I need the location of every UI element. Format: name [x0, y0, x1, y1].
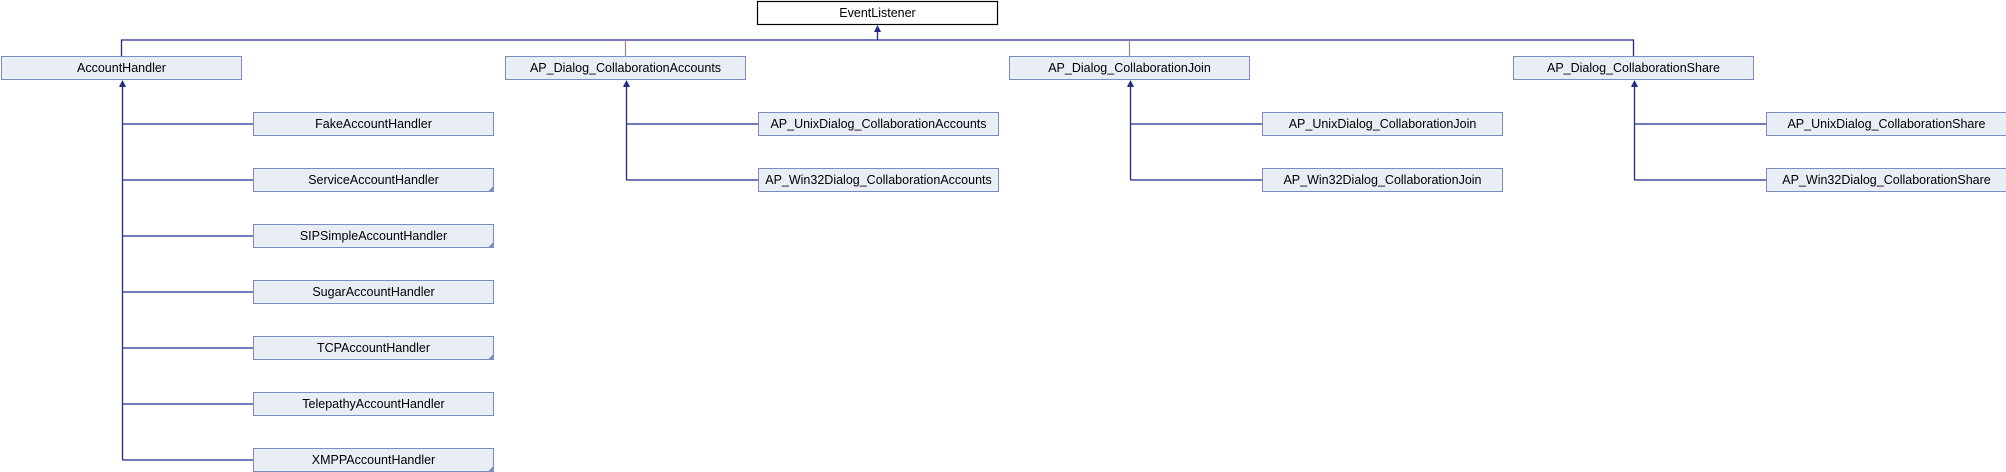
node-ap-win32dialog-collaborationaccounts-label: AP_Win32Dialog_CollaborationAccounts	[765, 173, 992, 187]
node-ap-dialog-collaborationjoin[interactable]: AP_Dialog_CollaborationJoin	[1009, 56, 1250, 80]
arrowhead-root	[874, 25, 881, 32]
node-sipsimpleaccounthandler-box	[253, 224, 494, 248]
node-tcpaccounthandler-label: TCPAccountHandler	[317, 341, 430, 355]
node-telepathyaccounthandler-label: TelepathyAccountHandler	[302, 397, 444, 411]
node-accounthandler[interactable]: AccountHandler	[1, 56, 242, 80]
node-accounthandler-box	[1, 56, 242, 80]
node-serviceaccounthandler-corner-marker	[488, 186, 494, 192]
node-ap-dialog-collaborationshare-arrowhead	[1631, 80, 1638, 87]
node-sugaraccounthandler-label: SugarAccountHandler	[312, 285, 434, 299]
node-sugaraccounthandler[interactable]: SugarAccountHandler	[253, 280, 494, 304]
node-xmppaccounthandler[interactable]: XMPPAccountHandler	[253, 448, 494, 472]
node-ap-win32dialog-collaborationaccounts-box	[758, 168, 999, 192]
node-ap-win32dialog-collaborationaccounts[interactable]: AP_Win32Dialog_CollaborationAccounts	[758, 168, 999, 192]
node-sipsimpleaccounthandler-label: SIPSimpleAccountHandler	[300, 229, 447, 243]
node-ap-dialog-collaborationaccounts-box	[505, 56, 746, 80]
node-serviceaccounthandler-box	[253, 168, 494, 192]
node-ap-unixdialog-collaborationjoin-label: AP_UnixDialog_CollaborationJoin	[1289, 117, 1477, 131]
node-accounthandler-arrowhead	[119, 80, 126, 87]
node-telepathyaccounthandler[interactable]: TelepathyAccountHandler	[253, 392, 494, 416]
node-ap-dialog-collaborationjoin-box	[1009, 56, 1250, 80]
node-ap-unixdialog-collaborationshare-label: AP_UnixDialog_CollaborationShare	[1787, 117, 1985, 131]
node-ap-win32dialog-collaborationjoin-box	[1262, 168, 1503, 192]
node-ap-unixdialog-collaborationshare[interactable]: AP_UnixDialog_CollaborationShare	[1766, 112, 2006, 136]
node-tcpaccounthandler[interactable]: TCPAccountHandler	[253, 336, 494, 360]
node-serviceaccounthandler-label: ServiceAccountHandler	[308, 173, 439, 187]
edge-bus-to-root	[120, 39, 1635, 56]
node-xmppaccounthandler-corner-marker	[488, 466, 494, 472]
node-ap-win32dialog-collaborationshare-box	[1766, 168, 2006, 192]
node-fakeaccounthandler-box	[253, 112, 494, 136]
node-ap-dialog-collaborationaccounts[interactable]: AP_Dialog_CollaborationAccounts	[505, 56, 746, 80]
node-ap-dialog-collaborationshare[interactable]: AP_Dialog_CollaborationShare	[1513, 56, 1754, 80]
node-eventlistener-box	[756, 0, 999, 26]
edges-layer	[119, 25, 1766, 461]
node-eventlistener-label: EventListener	[839, 6, 915, 20]
node-ap-unixdialog-collaborationshare-box	[1766, 112, 2006, 136]
node-ap-dialog-collaborationshare-label: AP_Dialog_CollaborationShare	[1547, 61, 1720, 75]
node-ap-dialog-collaborationaccounts-arrowhead	[623, 80, 630, 87]
node-tcpaccounthandler-corner-marker	[488, 354, 494, 360]
node-ap-dialog-collaborationaccounts-label: AP_Dialog_CollaborationAccounts	[530, 61, 721, 75]
node-ap-dialog-collaborationjoin-label: AP_Dialog_CollaborationJoin	[1048, 61, 1211, 75]
node-ap-unixdialog-collaborationaccounts-label: AP_UnixDialog_CollaborationAccounts	[770, 117, 986, 131]
node-eventlistener[interactable]: EventListener	[756, 0, 999, 26]
node-sipsimpleaccounthandler-corner-marker	[488, 242, 494, 248]
node-fakeaccounthandler-label: FakeAccountHandler	[315, 117, 432, 131]
node-ap-dialog-collaborationjoin-arrowhead	[1127, 80, 1134, 87]
node-xmppaccounthandler-label: XMPPAccountHandler	[312, 453, 435, 467]
node-ap-win32dialog-collaborationshare[interactable]: AP_Win32Dialog_CollaborationShare	[1766, 168, 2006, 192]
node-ap-unixdialog-collaborationaccounts-box	[758, 112, 999, 136]
node-telepathyaccounthandler-box	[253, 392, 494, 416]
node-sipsimpleaccounthandler[interactable]: SIPSimpleAccountHandler	[253, 224, 494, 248]
node-ap-win32dialog-collaborationshare-label: AP_Win32Dialog_CollaborationShare	[1782, 173, 1991, 187]
node-serviceaccounthandler[interactable]: ServiceAccountHandler	[253, 168, 494, 192]
node-ap-win32dialog-collaborationjoin-label: AP_Win32Dialog_CollaborationJoin	[1283, 173, 1481, 187]
node-accounthandler-label: AccountHandler	[77, 61, 166, 75]
node-ap-unixdialog-collaborationjoin[interactable]: AP_UnixDialog_CollaborationJoin	[1262, 112, 1503, 136]
node-ap-unixdialog-collaborationaccounts[interactable]: AP_UnixDialog_CollaborationAccounts	[758, 112, 999, 136]
node-ap-win32dialog-collaborationjoin[interactable]: AP_Win32Dialog_CollaborationJoin	[1262, 168, 1503, 192]
node-ap-dialog-collaborationshare-box	[1513, 56, 1754, 80]
node-fakeaccounthandler[interactable]: FakeAccountHandler	[253, 112, 494, 136]
node-sugaraccounthandler-box	[253, 280, 494, 304]
node-ap-unixdialog-collaborationjoin-box	[1262, 112, 1503, 136]
node-tcpaccounthandler-box	[253, 336, 494, 360]
